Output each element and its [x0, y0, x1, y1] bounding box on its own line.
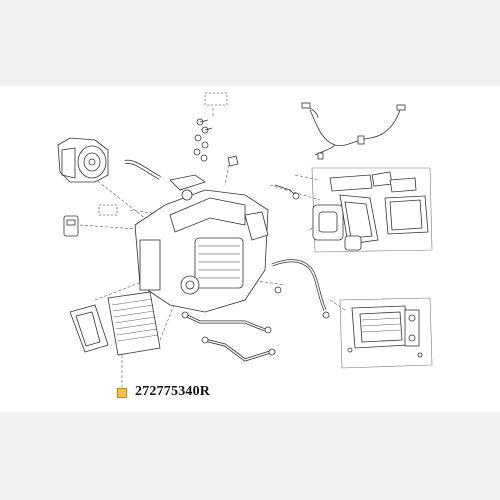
part-number-highlight-marker: [117, 388, 127, 398]
part-number-label: 272775340R: [135, 384, 211, 399]
gasket-kit-panel: [311, 167, 433, 253]
top-band: [0, 0, 500, 86]
hvac-housing: [134, 174, 269, 313]
tube-pipes: [181, 311, 276, 362]
callout-box-left: [98, 204, 118, 216]
drain-hose: [124, 159, 161, 180]
blower-resistor: [63, 215, 79, 237]
coolant-pipe: [271, 259, 330, 319]
clip: [227, 155, 239, 167]
heater-core-panel: [339, 297, 433, 369]
cabin-air-filter: [107, 291, 161, 356]
leader-lines: [79, 108, 346, 341]
wiring-harness: [301, 102, 406, 160]
actuator-screw: [274, 184, 300, 200]
filter-cover: [69, 304, 109, 353]
blower-motor: [57, 137, 109, 183]
bottom-band: [0, 412, 500, 500]
callout-box-top: [204, 92, 228, 106]
screws-column: [193, 118, 213, 162]
